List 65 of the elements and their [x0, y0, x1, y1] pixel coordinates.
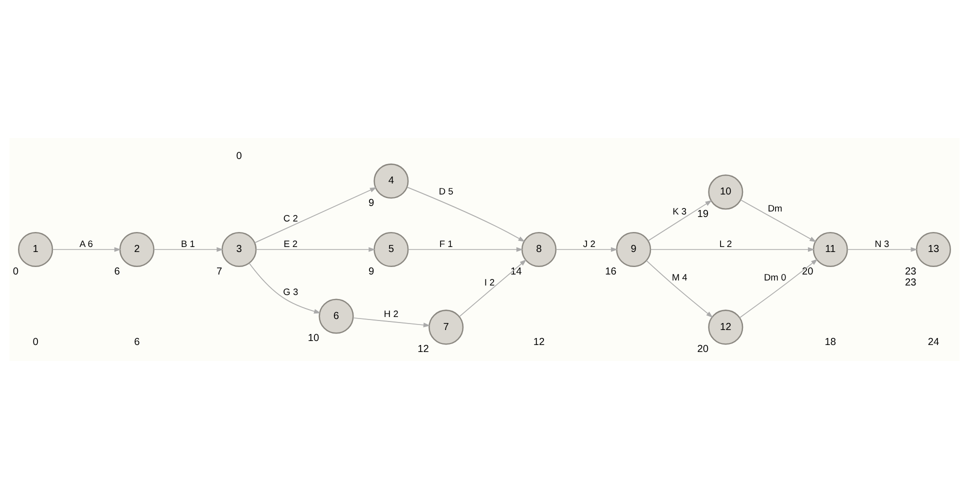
node-circle: 9: [616, 232, 652, 268]
edge-label: E 2: [284, 238, 298, 249]
node-label: 6: [114, 266, 120, 278]
label: 6: [134, 337, 140, 348]
edge-label: L 2: [719, 238, 732, 249]
edge-label: M 4: [672, 272, 688, 283]
node-label: 7: [216, 266, 222, 278]
edge-label: J 2: [583, 238, 596, 249]
edge-label: C 2: [283, 213, 298, 224]
arrow: [248, 262, 321, 314]
label: 24: [928, 337, 940, 348]
node-label: 19: [697, 209, 708, 220]
node-circle: 3: [222, 232, 257, 268]
node-circle: 7: [428, 310, 464, 345]
node-circle: 2: [119, 232, 154, 268]
arrow: [556, 247, 618, 252]
arrow: [153, 247, 224, 252]
arrow: [646, 260, 713, 318]
edge-label: H 2: [384, 308, 398, 319]
edge-label: K 3: [672, 206, 687, 217]
label: 18: [824, 337, 836, 348]
arrow: [406, 186, 526, 242]
node-label: 14: [510, 266, 522, 278]
node-circle: 1: [18, 232, 54, 268]
arrow: [352, 317, 430, 328]
arrow: [740, 200, 816, 242]
node-label: 23: [905, 266, 916, 278]
node-circle: 12: [708, 310, 744, 345]
node-label: 16: [605, 266, 616, 278]
node-label: 9: [368, 266, 374, 278]
arrow: [459, 259, 527, 317]
arrow: [650, 247, 815, 252]
node-circle: 6: [318, 298, 354, 334]
arrow: [256, 247, 376, 252]
node-label: 20: [697, 344, 708, 356]
node-circle: 11: [812, 232, 848, 268]
node-label: 20: [802, 266, 814, 278]
arrow: [408, 247, 524, 252]
arrow: [648, 200, 712, 242]
node-circle: 10: [708, 174, 744, 210]
edge-label: F 1: [439, 238, 453, 249]
node-circle: 5: [374, 232, 409, 268]
label: 12: [533, 337, 545, 348]
arrow: [739, 258, 818, 318]
arrow: [52, 247, 122, 252]
edge-label: I 2: [484, 278, 495, 288]
edge-label: A 6: [80, 238, 93, 249]
node-label: 23: [905, 277, 916, 288]
node-label: 10: [308, 333, 320, 344]
node-circle: 8: [521, 232, 556, 268]
arrow: [254, 187, 377, 244]
edge-label: D 5: [438, 186, 454, 196]
edge-label: Dm 0: [764, 272, 786, 283]
node-circle: 13: [916, 232, 951, 268]
edge-label: Dm: [768, 203, 782, 214]
node-label: 12: [418, 344, 429, 356]
edge-label: N 3: [874, 238, 890, 249]
node-label: 0: [12, 266, 19, 278]
node-circle: 4: [374, 164, 409, 199]
label: 0: [236, 151, 242, 162]
node-label: 9: [368, 198, 374, 210]
edge-label: B 1: [181, 238, 195, 249]
edge-label: G 3: [283, 286, 298, 297]
arrow: [846, 247, 918, 252]
label: 0: [32, 337, 38, 348]
